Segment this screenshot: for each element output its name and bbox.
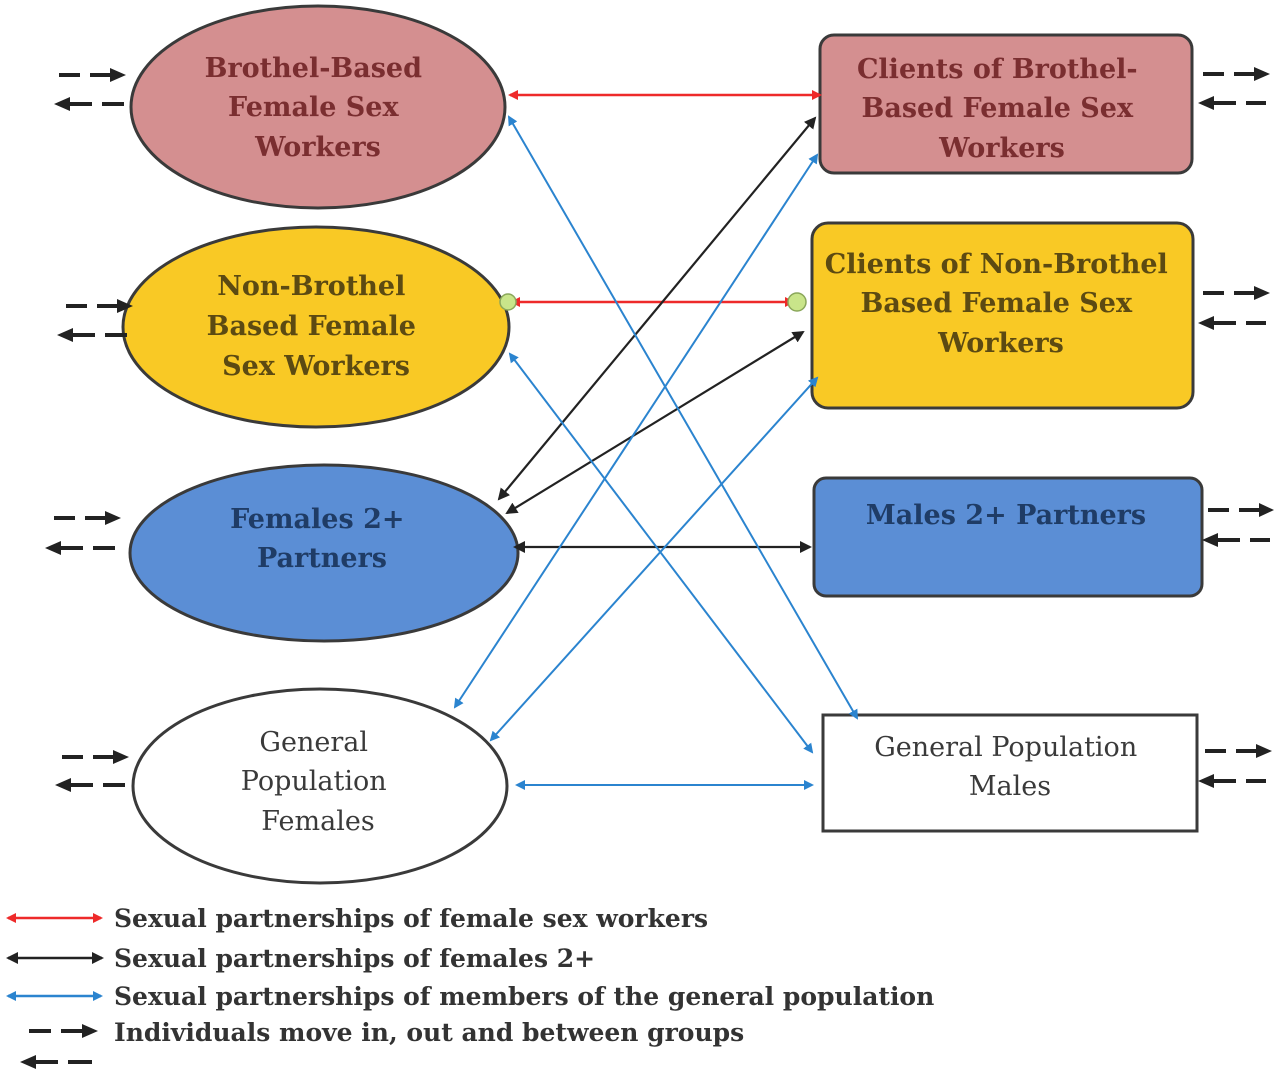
node-label-line: General <box>259 727 368 758</box>
movement-out-arrowhead <box>1198 316 1214 330</box>
movement-in-arrowhead <box>110 68 126 82</box>
node-label: Brothel-Based Female Sex Workers <box>205 53 432 163</box>
movement-out-arrowhead <box>1202 533 1218 547</box>
node-label-line: Clients of Non-Brothel <box>825 249 1168 280</box>
legend-label: Sexual partnerships of females 2+ <box>114 944 595 973</box>
movement-arrows-bb-fsw <box>54 68 126 111</box>
node-label-line: Brothel-Based <box>205 53 422 84</box>
node-label-line: Workers <box>254 132 381 163</box>
edge-f2-clients-brothel <box>497 116 817 501</box>
node-label-line: Based Female Sex <box>862 93 1134 124</box>
legend-item-movement: Individuals move in, out and between gro… <box>20 1018 744 1069</box>
node-females-2plus: Females 2+ Partners <box>128 463 520 643</box>
edge-bbfsw-gpmales <box>507 115 859 720</box>
movement-out-arrowhead <box>55 778 71 792</box>
edge-gpf-clients-nonbrothel <box>489 376 819 742</box>
node-brothel-based-fsw: Brothel-Based Female Sex Workers <box>129 4 507 210</box>
movement-in-arrowhead <box>1256 744 1272 758</box>
node-label-line: Males 2+ Partners <box>866 500 1146 531</box>
node-clients-brothel-based: Clients of Brothel- Based Female Sex Wor… <box>818 33 1194 175</box>
node-label: Clients of Non-Brothel Based Female Sex … <box>825 249 1177 359</box>
node-shape <box>821 713 1199 833</box>
node-label-line: Females <box>261 806 374 837</box>
movement-out-arrowhead <box>1198 96 1214 110</box>
movement-out-arrowhead <box>1198 774 1214 788</box>
node-shape <box>812 476 1204 598</box>
node-general-population-males: General Population Males <box>821 713 1199 833</box>
movement-arrows-gp-f <box>55 750 129 792</box>
movement-in-arrowhead <box>1254 67 1270 81</box>
movement-arrows-clients-nb <box>1198 286 1270 330</box>
node-label: Females 2+ Partners <box>230 504 414 574</box>
node-label-line: Based Female Sex <box>861 288 1133 319</box>
movement-in-arrowhead <box>105 511 121 525</box>
movement-arrows-clients-bb <box>1198 67 1270 110</box>
movement-in-arrowhead <box>113 750 129 764</box>
legend-label: Individuals move in, out and between gro… <box>114 1018 744 1047</box>
node-label-line: Sex Workers <box>222 351 410 382</box>
node-label: Males 2+ Partners <box>866 500 1146 531</box>
node-shape <box>131 687 509 885</box>
legend-label: Sexual partnerships of female sex worker… <box>114 904 708 933</box>
node-label-line: Clients of Brothel- <box>857 54 1138 85</box>
node-shape <box>129 4 507 210</box>
node-label: Non-Brothel Based Female Sex Workers <box>207 271 426 382</box>
movement-out-arrowhead <box>57 328 73 342</box>
legend-movement-out-arrowhead <box>20 1055 36 1069</box>
legend-label: Sexual partnerships of members of the ge… <box>114 982 934 1011</box>
node-label-line: Population <box>241 766 387 797</box>
legend-movement-in-arrowhead <box>82 1024 98 1038</box>
legend-item-fsw: Sexual partnerships of female sex worker… <box>6 904 708 933</box>
connector-dot <box>787 292 807 312</box>
node-males-2plus: Males 2+ Partners <box>812 476 1204 598</box>
node-label: Clients of Brothel- Based Female Sex Wor… <box>857 54 1147 164</box>
node-non-brothel-fsw: Non-Brothel Based Female Sex Workers <box>121 225 511 429</box>
movement-arrows-f2 <box>45 511 121 555</box>
node-label-line: Female Sex <box>228 92 399 123</box>
edge-f2-clients-nonbrothel <box>505 330 805 515</box>
node-label-line: Workers <box>938 133 1065 164</box>
movement-in-arrowhead <box>1259 503 1274 517</box>
node-label-line: Non-Brothel <box>217 271 405 302</box>
movement-arrows-m2 <box>1202 503 1274 547</box>
edge-gpf-clients-brothel <box>453 153 819 709</box>
connector-dot <box>499 293 517 311</box>
node-label-line: General Population <box>874 732 1137 763</box>
node-label-line: Females 2+ <box>230 504 404 535</box>
movement-out-arrowhead <box>45 541 61 555</box>
node-label-line: Workers <box>937 328 1064 359</box>
node-label-line: Males <box>969 771 1051 802</box>
node-general-population-females: General Population Females <box>131 687 509 885</box>
movement-in-arrowhead <box>117 299 133 313</box>
movement-in-arrowhead <box>1254 286 1270 300</box>
node-shape <box>818 33 1194 175</box>
movement-arrows-nb-fsw <box>57 299 133 342</box>
node-label: General Population Males <box>874 732 1146 802</box>
node-clients-non-brothel: Clients of Non-Brothel Based Female Sex … <box>810 221 1195 410</box>
legend-item-females2: Sexual partnerships of females 2+ <box>6 944 595 973</box>
legend: Sexual partnerships of female sex worker… <box>6 904 934 1069</box>
movement-arrows-gp-m <box>1198 744 1272 788</box>
node-label: General Population Females <box>241 727 395 837</box>
node-label-line: Partners <box>257 543 387 574</box>
movement-out-arrowhead <box>54 97 70 111</box>
node-label-line: Based Female <box>207 311 416 342</box>
legend-item-general: Sexual partnerships of members of the ge… <box>6 982 934 1011</box>
